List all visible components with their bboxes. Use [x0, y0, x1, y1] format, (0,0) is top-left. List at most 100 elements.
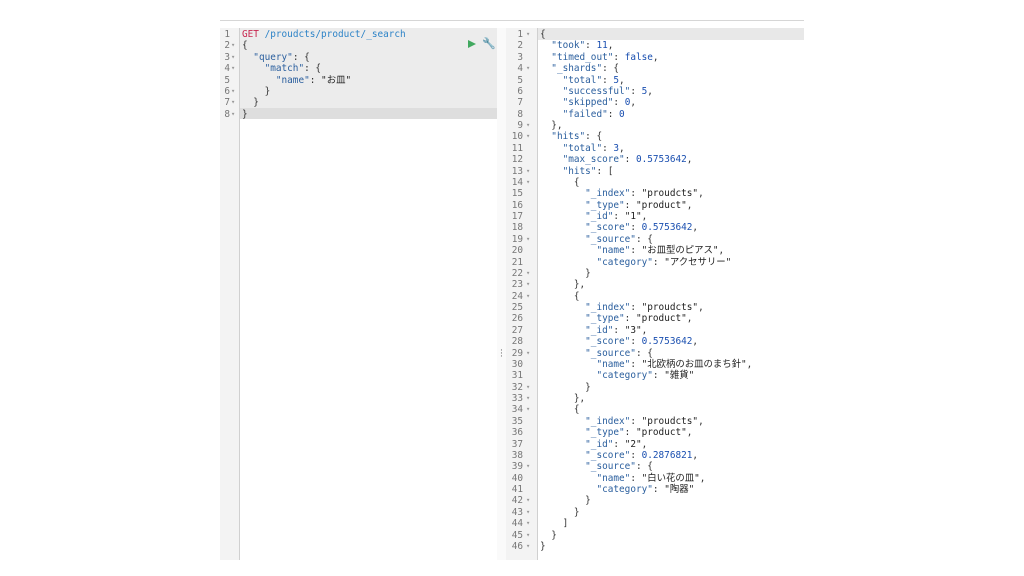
token: }, [540, 120, 563, 131]
line-number: 6 [224, 85, 230, 97]
fold-toggle-icon[interactable]: ▾ [231, 98, 236, 107]
token: : [624, 199, 636, 211]
fold-toggle-icon[interactable]: ▾ [526, 291, 531, 300]
response-line: 16 "_type": "product", [506, 200, 804, 211]
request-line: 8▾} [220, 109, 497, 120]
play-icon[interactable] [468, 40, 476, 48]
token: "product" [635, 199, 687, 211]
token: : [652, 256, 665, 268]
fold-toggle-icon[interactable]: ▾ [526, 519, 531, 528]
code-text: "_score": 0.5753642, [540, 336, 698, 347]
code-text: "category": "アクセサリー" [540, 257, 731, 268]
fold-toggle-icon[interactable]: ▾ [526, 30, 531, 38]
fold-toggle-icon[interactable]: ▾ [526, 496, 531, 505]
token [540, 336, 585, 347]
token [540, 222, 585, 233]
token: , [686, 199, 693, 211]
token: "_score" [585, 449, 631, 461]
token: 0.5753642 [635, 154, 687, 166]
pane-resizer[interactable] [497, 28, 506, 560]
fold-toggle-icon[interactable]: ▾ [526, 348, 531, 357]
token: } [540, 381, 591, 393]
token: "proudcts" [641, 188, 699, 200]
fold-toggle-icon[interactable]: ▾ [231, 109, 236, 118]
token: , [652, 51, 659, 63]
code-text: "query": { [242, 52, 309, 63]
token: "product" [635, 313, 687, 325]
token [540, 86, 563, 97]
fold-toggle-icon[interactable]: ▾ [526, 541, 531, 550]
code-text: "_source": { [540, 234, 653, 245]
token: "_shards" [551, 63, 603, 75]
code-text: }, [540, 120, 563, 131]
wrench-icon[interactable]: 🔧 [482, 37, 496, 50]
token: "_score" [585, 336, 631, 348]
token: { [540, 290, 580, 302]
token [540, 143, 563, 154]
fold-toggle-icon[interactable]: ▾ [526, 394, 531, 402]
fold-toggle-icon[interactable]: ▾ [231, 52, 236, 61]
fold-toggle-icon[interactable]: ▾ [526, 177, 531, 186]
token: : { [585, 131, 603, 143]
fold-toggle-icon[interactable]: ▾ [526, 507, 531, 516]
fold-toggle-icon[interactable]: ▾ [526, 121, 531, 129]
token [540, 75, 563, 86]
line-number: 35 [511, 415, 523, 427]
line-number: 46 [511, 540, 523, 552]
line-number: 40 [511, 472, 523, 484]
token: : { [635, 347, 653, 359]
fold-toggle-icon[interactable]: ▾ [526, 166, 531, 175]
line-number: 2 [224, 40, 230, 52]
code-text: "took": 11, [540, 40, 613, 51]
fold-toggle-icon[interactable]: ▾ [526, 64, 531, 73]
token [540, 97, 563, 108]
response-line: 21 "category": "アクセサリー" [506, 257, 804, 268]
fold-toggle-icon[interactable]: ▾ [526, 132, 531, 141]
token [540, 245, 596, 256]
fold-toggle-icon[interactable]: ▾ [526, 268, 531, 277]
token: , [692, 222, 699, 234]
code-text: } [540, 530, 557, 541]
code-text: "_id": "2", [540, 439, 647, 450]
code-text: "category": "雑貨" [540, 370, 694, 381]
fold-toggle-icon[interactable]: ▾ [526, 234, 531, 243]
token: "name" [275, 74, 310, 86]
token [540, 154, 563, 165]
fold-toggle-icon[interactable]: ▾ [231, 64, 236, 73]
response-line: 45▾ } [506, 530, 804, 541]
line-number: 30 [511, 358, 523, 370]
token: 0 [619, 108, 625, 120]
fold-toggle-icon[interactable]: ▾ [526, 280, 531, 289]
token: "1" [624, 211, 642, 222]
response-line: 42▾ } [506, 495, 804, 506]
line-number: 2 [517, 40, 523, 52]
active-line-highlight [220, 108, 497, 119]
fold-toggle-icon[interactable]: ▾ [526, 382, 531, 391]
fold-toggle-icon[interactable]: ▾ [231, 86, 236, 95]
token [540, 359, 596, 370]
token [540, 416, 585, 427]
request-line: 7▾ } [220, 97, 497, 108]
response-line: 23▾ }, [506, 279, 804, 290]
token [540, 200, 585, 211]
fold-toggle-icon[interactable]: ▾ [526, 462, 531, 471]
line-number: 3 [517, 51, 523, 63]
code-text: "successful": 5, [540, 86, 653, 97]
code-text: } [540, 507, 580, 518]
token: : [624, 427, 636, 439]
fold-toggle-icon[interactable]: ▾ [526, 405, 531, 414]
code-text: }, [540, 279, 585, 290]
response-viewer[interactable]: 1▾{2 "took": 11,3 "timed_out": false,4▾ … [506, 28, 804, 560]
token: "3" [624, 324, 642, 336]
line-number: 3 [224, 51, 230, 63]
token [540, 325, 585, 336]
token: : [624, 313, 636, 325]
fold-toggle-icon[interactable]: ▾ [526, 530, 531, 539]
line-number: 16 [511, 199, 523, 211]
response-line: 25 "_index": "proudcts", [506, 302, 804, 313]
fold-toggle-icon[interactable]: ▾ [231, 41, 236, 50]
drag-handle-icon[interactable]: ··· [500, 346, 503, 362]
line-number: 34 [511, 404, 523, 416]
